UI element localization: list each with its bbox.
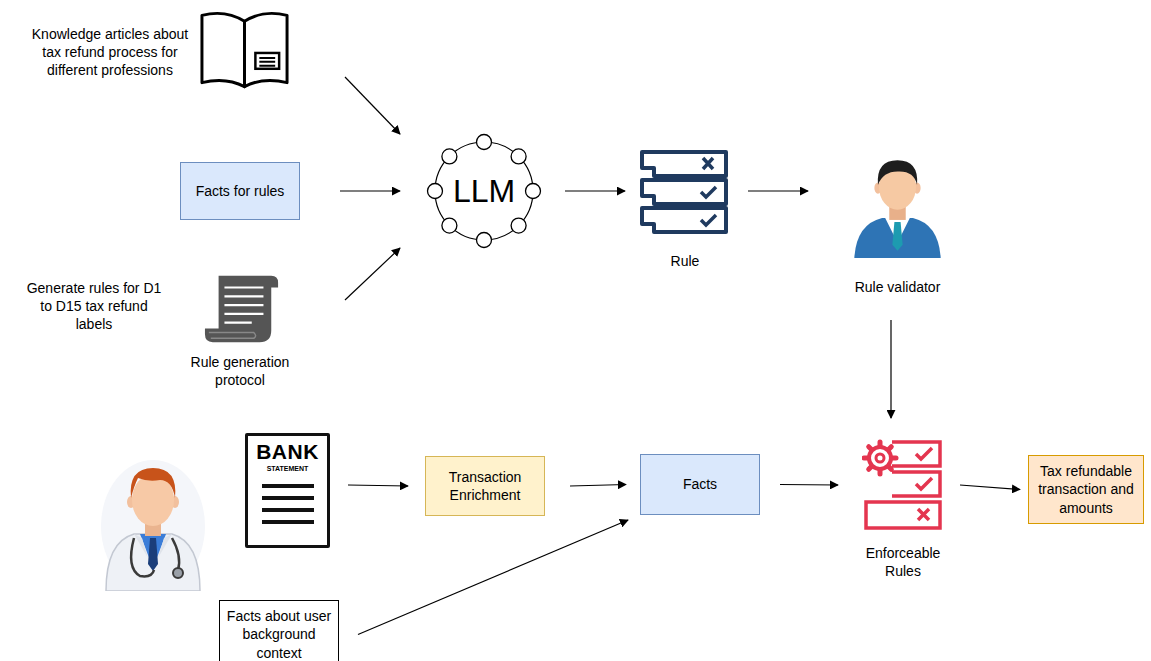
process-box: Facts about user background context <box>219 600 339 661</box>
arrow-connector <box>565 190 625 191</box>
process-box: Transaction Enrichment <box>425 456 545 516</box>
doctor-illustration <box>98 446 208 591</box>
node-label: LLM <box>424 172 544 210</box>
rule-icon <box>640 148 730 238</box>
scroll-graphic <box>202 270 282 348</box>
node-label: Generate rules for D1 to D15 tax refund … <box>24 279 164 334</box>
node-label: Tax refundable transaction and amounts <box>1033 462 1139 517</box>
node-label: Enforceable Rules <box>853 544 953 580</box>
rule-validator: Rule validator <box>840 150 955 297</box>
process-box: Facts <box>640 454 760 515</box>
rule-graphic <box>640 148 730 238</box>
book-graphic <box>198 5 292 93</box>
node-label: Facts <box>683 475 717 493</box>
arrow-connector <box>340 190 400 191</box>
output-box: Tax refundable transaction and amounts <box>1028 455 1144 524</box>
person-icon <box>845 150 950 258</box>
node-label: Facts for rules <box>196 182 285 200</box>
arrow-connector <box>348 485 408 486</box>
node-label: STATEMENT <box>248 464 327 473</box>
node-label: Knowledge articles about tax refund proc… <box>24 25 196 80</box>
arrow-connector <box>570 485 626 487</box>
arrow-connector <box>748 190 808 191</box>
node-label: Rule generation protocol <box>180 353 300 389</box>
process-box: Facts for rules <box>180 162 300 220</box>
arrow-connector <box>780 484 838 486</box>
node-label: Rule validator <box>840 278 955 296</box>
node-label: Facts about user background context <box>224 607 334 661</box>
rule-protocol: Generate rules for D1 to D15 tax refund … <box>24 265 300 392</box>
knowledge-articles: Knowledge articles about tax refund proc… <box>24 5 292 95</box>
arrow-connector <box>345 77 400 134</box>
arrow-connector <box>960 485 1020 490</box>
arrow-connector <box>345 248 400 300</box>
node-label: Rule <box>630 252 740 270</box>
enforce-graphic <box>862 438 944 532</box>
enforce-icon <box>862 438 944 532</box>
llm-circle: LLM <box>424 131 544 251</box>
scroll-icon <box>202 270 282 348</box>
person-graphic <box>845 150 950 258</box>
arrow-connector <box>358 520 628 635</box>
node-label: BANK <box>248 440 327 464</box>
enforceable-rules: Enforceable Rules <box>845 438 960 580</box>
book-icon <box>198 5 292 93</box>
bank-statement: BANKSTATEMENT <box>245 433 330 548</box>
arrow-connector <box>890 320 891 418</box>
node-label: Transaction Enrichment <box>430 468 540 504</box>
rule-icon: Rule <box>630 145 740 272</box>
